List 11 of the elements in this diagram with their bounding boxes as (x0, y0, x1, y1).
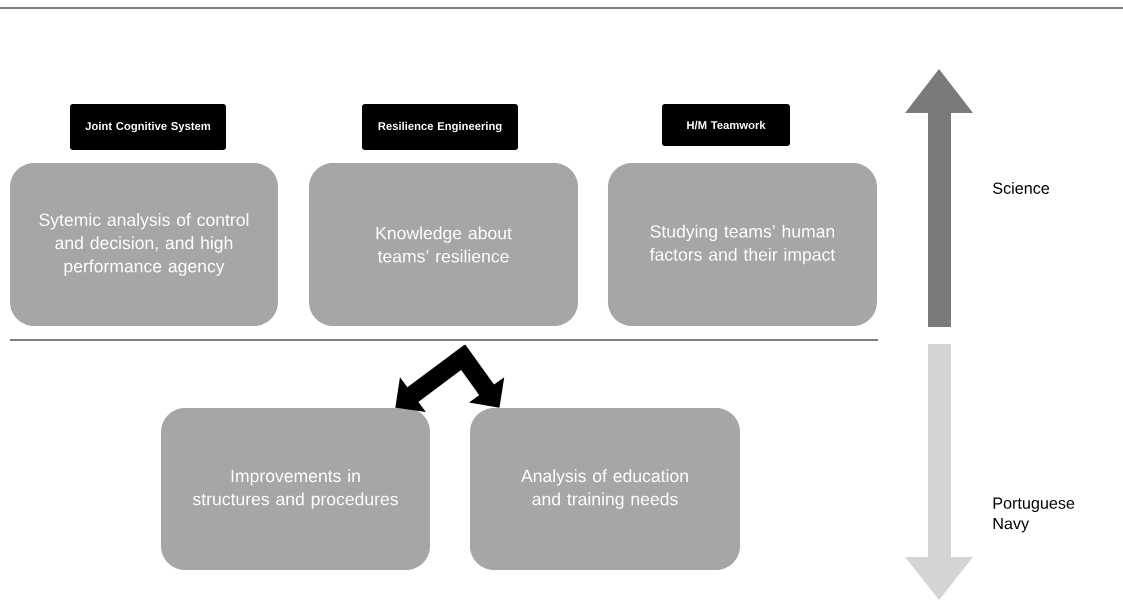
tag-label: Resilience Engineering (362, 104, 518, 150)
process-box: Knowledge about teams’ resilience (309, 163, 578, 326)
tag-label: Joint Cognitive System (70, 104, 226, 150)
process-box: Improvements in structures and procedures (161, 408, 430, 570)
tag-label: H/M Teamwork (662, 104, 790, 146)
side-label: Science (993, 182, 1050, 194)
side-label: Portuguese Navy (993, 497, 1075, 533)
process-box: Analysis of education and training needs (470, 408, 740, 570)
arrow (450, 344, 505, 408)
process-box: Sytemic analysis of control and decision, and high performance agency (10, 163, 278, 326)
process-box: Studying teams’ human factors and their impact (608, 163, 877, 326)
